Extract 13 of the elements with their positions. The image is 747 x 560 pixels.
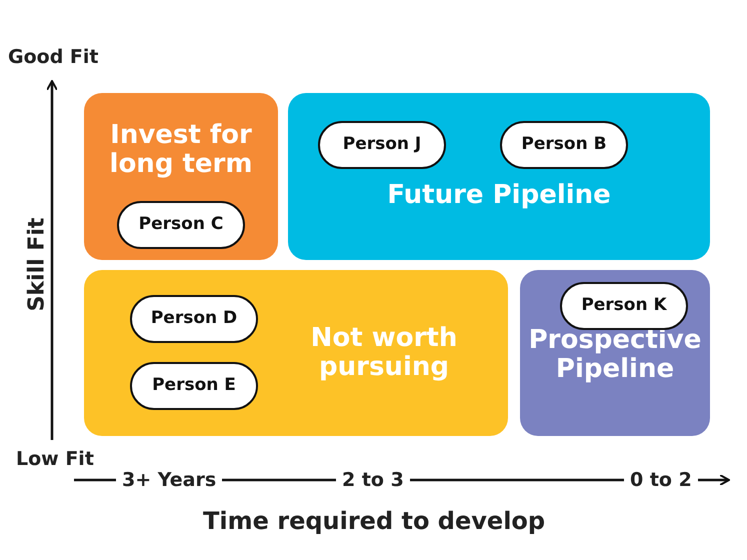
- person-pill: Person E: [130, 362, 258, 410]
- quadrant-title: Future Pipeline: [386, 181, 612, 210]
- quadrant-box: [84, 270, 508, 436]
- person-pill: Person B: [500, 121, 628, 169]
- person-pill: Person K: [560, 282, 688, 330]
- person-pill: Person J: [318, 121, 446, 169]
- quadrant-title: Invest for long term: [108, 121, 254, 179]
- person-pill: Person C: [117, 201, 245, 249]
- quadrant-title: Not worth pursuing: [310, 324, 458, 382]
- quadrant-box: [288, 93, 710, 260]
- quadrant-box: [84, 93, 278, 260]
- quadrant-box: [520, 270, 710, 436]
- person-pill: Person D: [130, 295, 258, 343]
